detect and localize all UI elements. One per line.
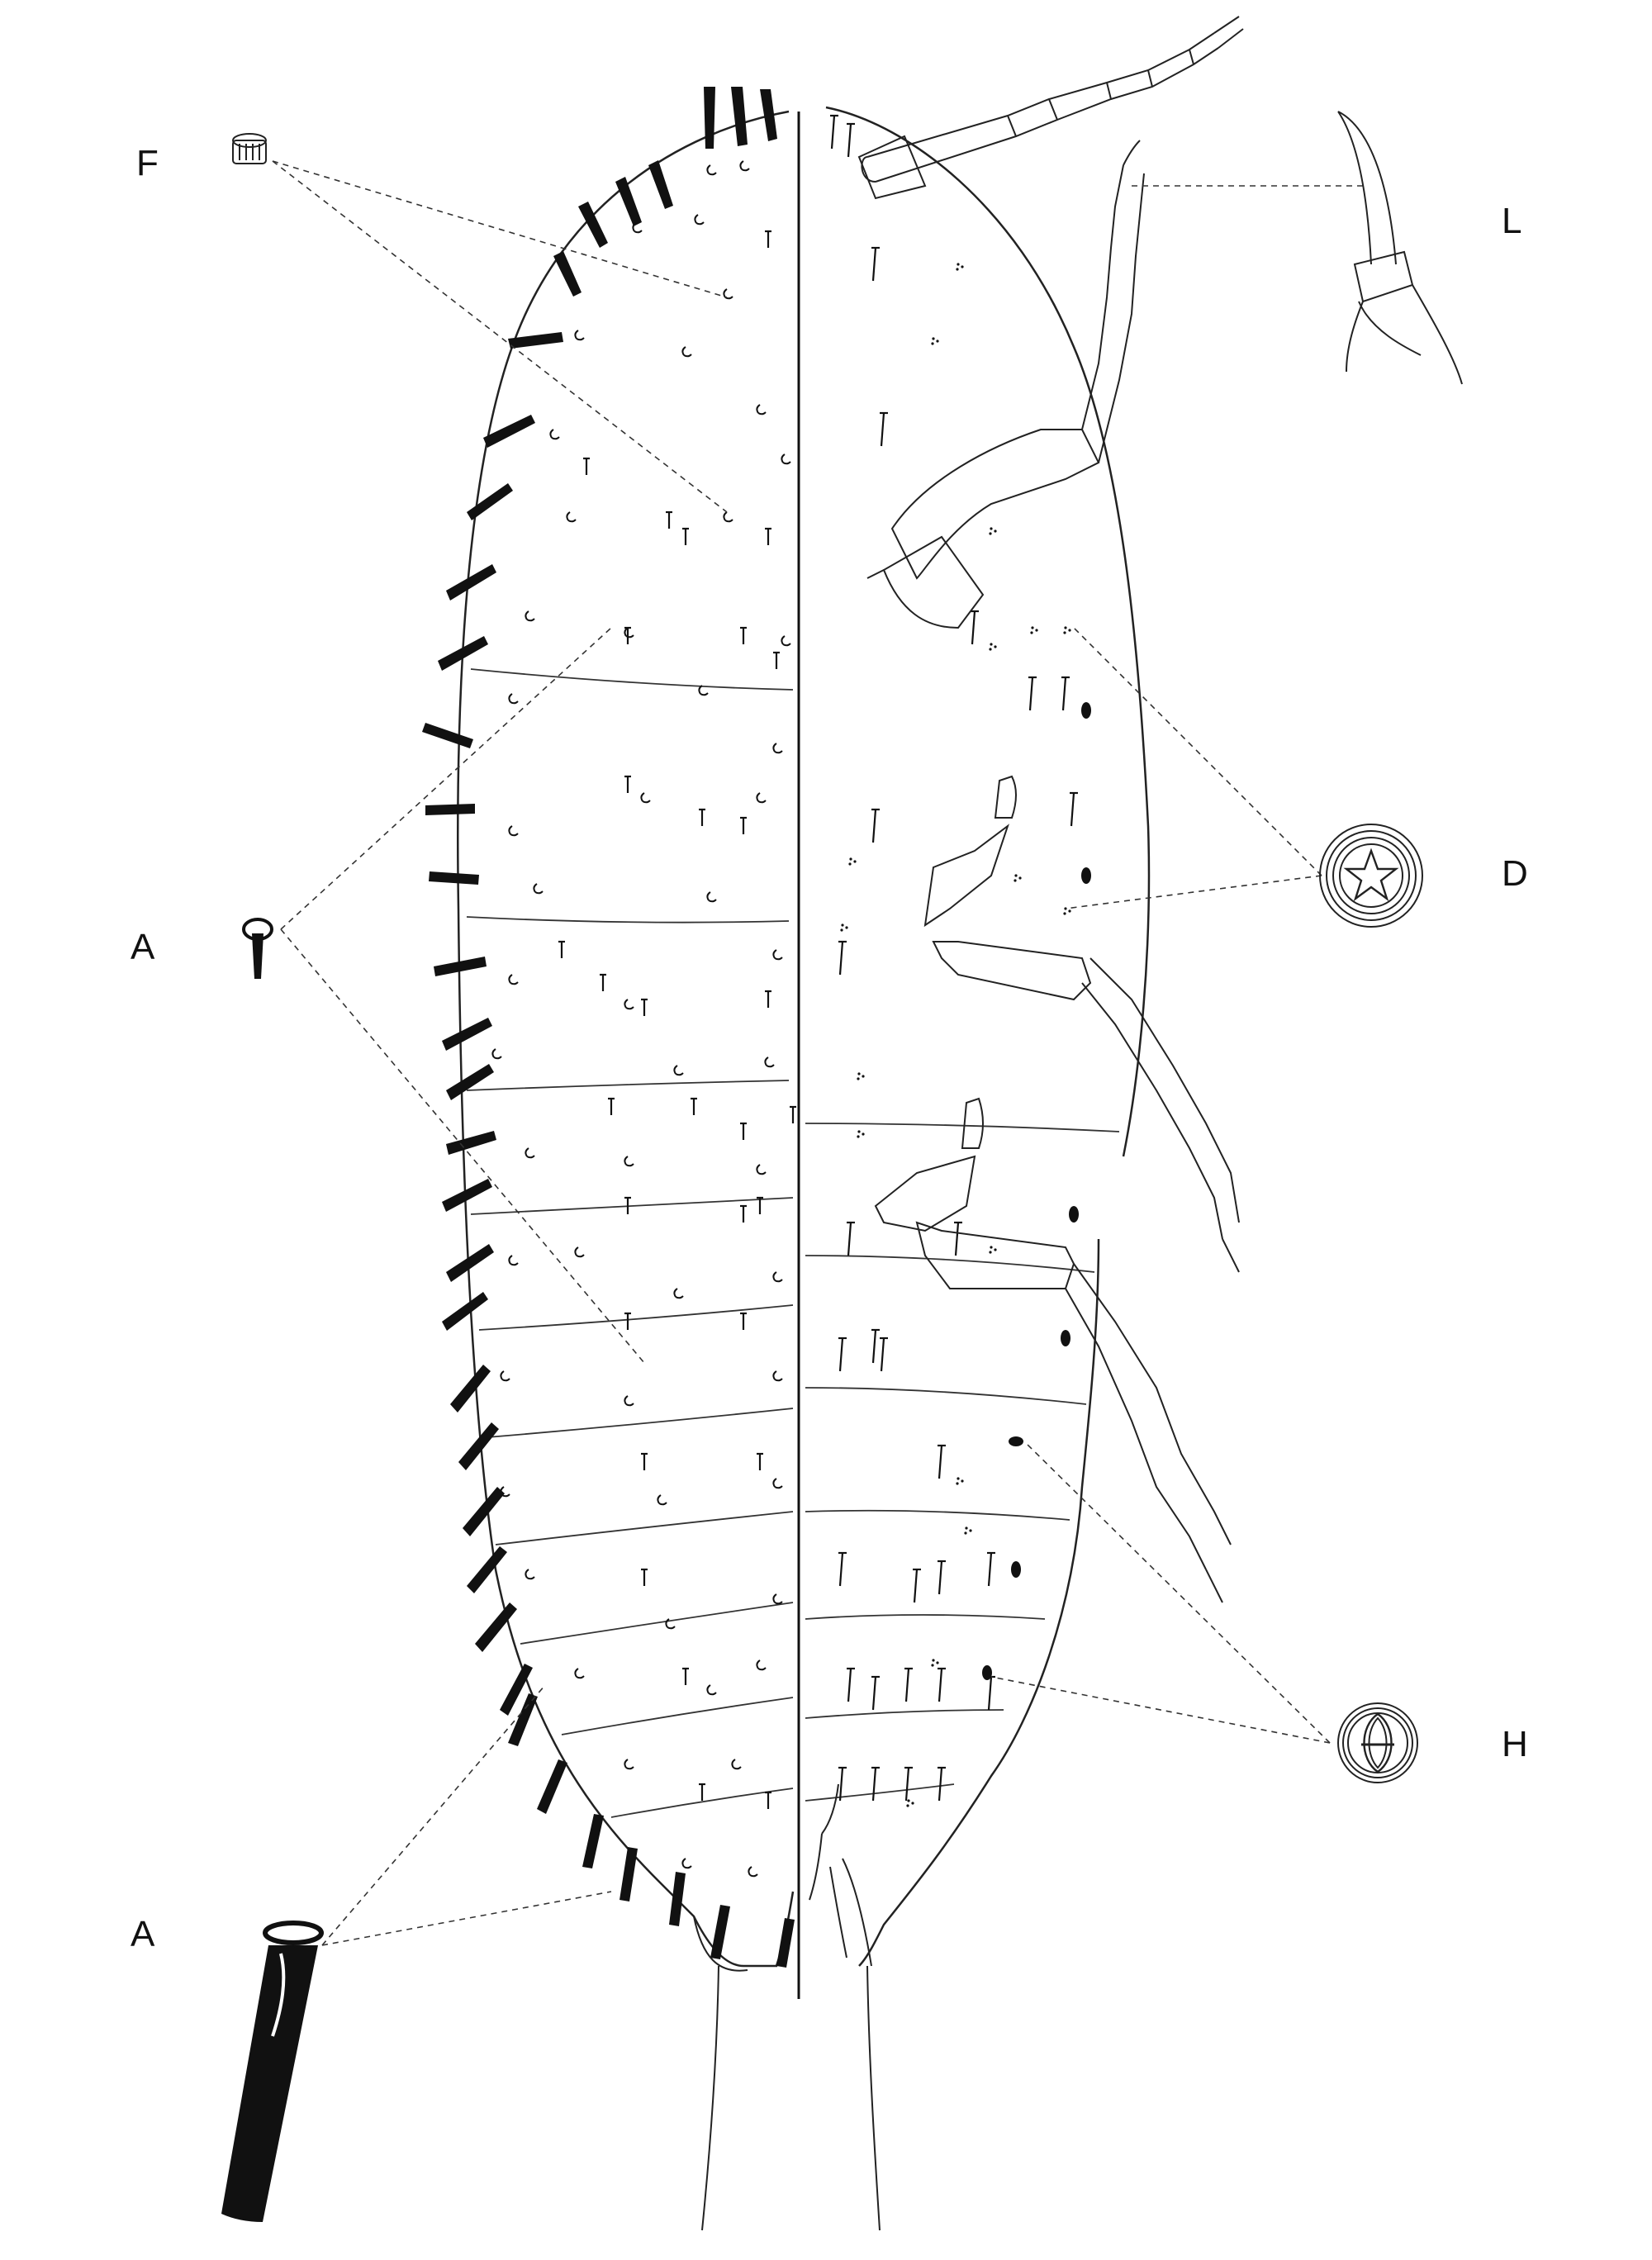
anal-lobe [693,1783,881,2231]
label-l: L [1502,201,1522,241]
fore-leg [866,140,1145,629]
label-a-lower: A [131,1914,155,1954]
label-f: F [136,143,159,183]
detail-a-seta-small [242,918,273,979]
label-a-upper: A [131,927,155,967]
marginal-spines [422,87,795,1968]
label-d: D [1502,853,1528,894]
hind-leg [874,1097,1232,1603]
antenna-base-plate [857,135,927,200]
dorsal-segment-lines [466,668,794,1818]
leader-lines [272,160,1363,1946]
detail-d-star-pore [1319,824,1423,928]
detail-l-claw [1337,111,1463,385]
body-outline [457,106,1151,1968]
detail-h-slit-pore [1337,1702,1418,1783]
ventral-setae [828,114,1091,1807]
mid-leg [923,775,1240,1273]
detail-a-spine-large [221,1921,324,2222]
detail-f-pore [232,133,267,164]
antenna [861,16,1244,183]
dorsal-setae [491,160,798,1878]
ventral-segment-lines [805,1123,1120,1802]
label-h: H [1502,1724,1528,1764]
